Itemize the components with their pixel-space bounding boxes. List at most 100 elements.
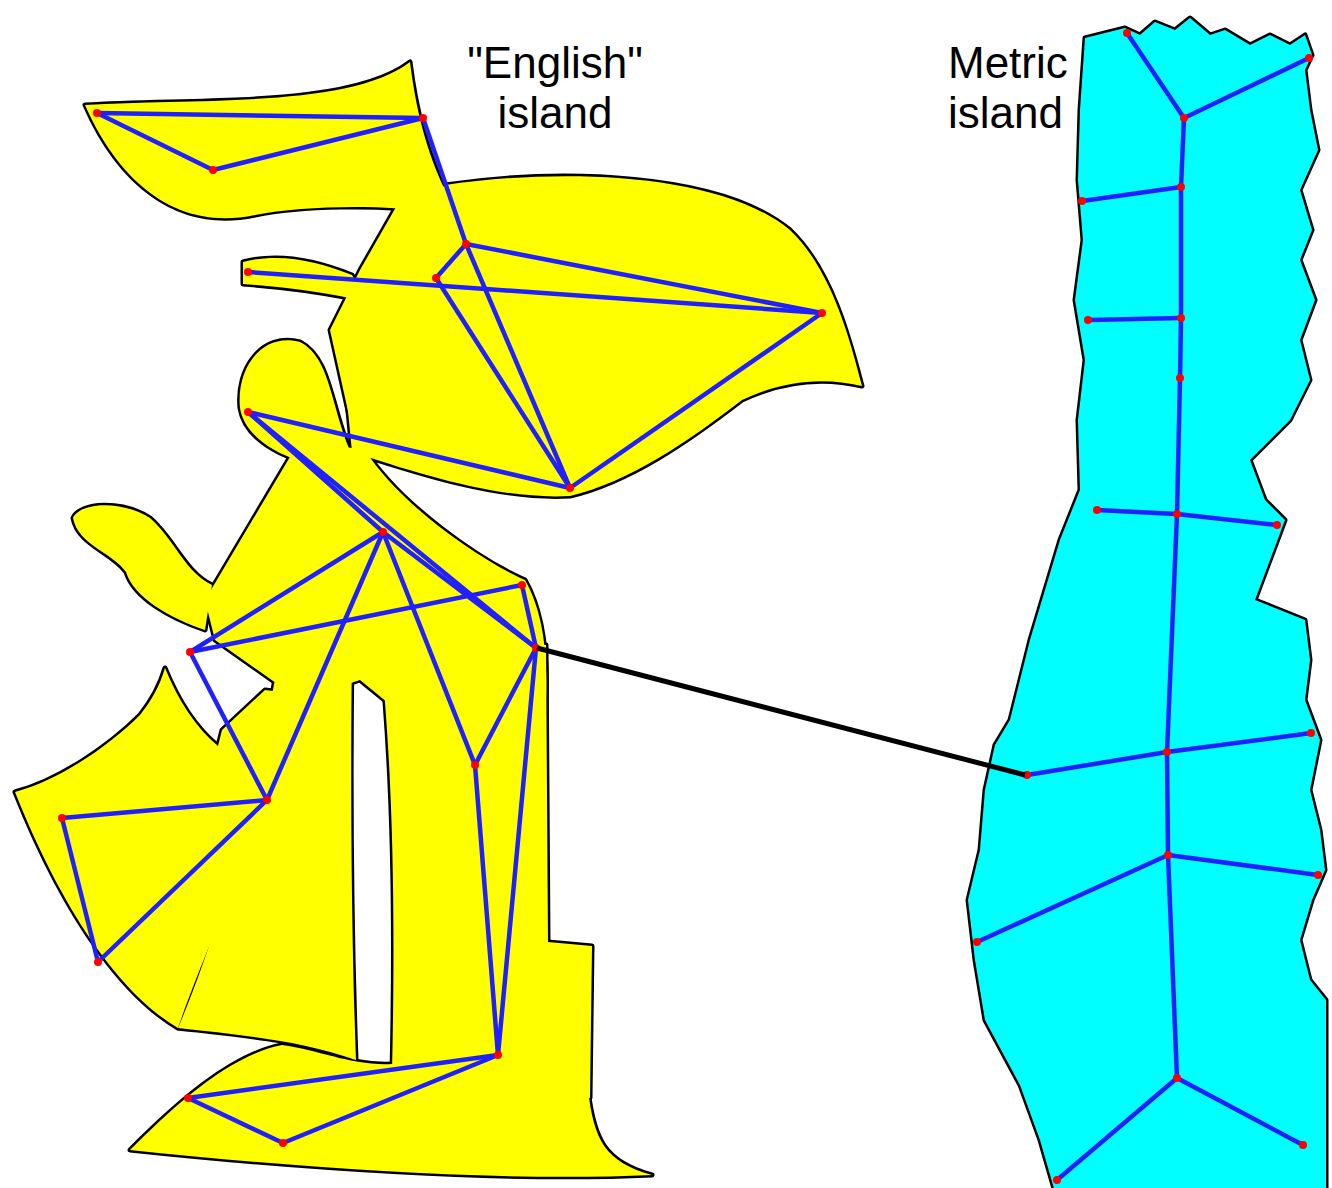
mesh-point xyxy=(1164,851,1172,859)
mesh-line xyxy=(977,855,1168,942)
island-fill-path xyxy=(85,62,445,218)
island-outline xyxy=(940,0,1332,1188)
mesh-line xyxy=(188,1098,283,1143)
mesh-point xyxy=(94,958,102,966)
mesh-point xyxy=(58,814,66,822)
mesh-line xyxy=(1184,58,1309,118)
mesh-point xyxy=(244,268,252,276)
mesh-line xyxy=(1179,187,1184,318)
mesh-line xyxy=(423,118,466,244)
mesh-point xyxy=(1093,506,1101,514)
island-fill-path xyxy=(130,1045,652,1177)
mesh-point xyxy=(209,166,217,174)
mesh-line xyxy=(1177,1078,1303,1145)
island-border-path xyxy=(85,62,445,218)
mesh-point xyxy=(1273,521,1281,529)
mesh-line xyxy=(1168,855,1318,875)
mesh-point xyxy=(818,309,826,317)
island-fill xyxy=(968,18,1326,1188)
mesh-point xyxy=(419,114,427,122)
island-fill-path xyxy=(345,176,862,496)
island-fill-path xyxy=(968,18,1326,1188)
mesh-point xyxy=(566,484,574,492)
island-border xyxy=(15,62,862,1177)
island-border xyxy=(968,18,1326,1188)
mesh-point xyxy=(1173,510,1181,518)
mesh-line xyxy=(1177,378,1180,514)
mesh-line xyxy=(1181,118,1184,187)
mesh-line xyxy=(498,648,536,1055)
mesh-point xyxy=(494,1051,502,1059)
mesh-point xyxy=(532,644,540,652)
mesh-line xyxy=(522,585,536,648)
mesh-point xyxy=(186,648,194,656)
mesh-line xyxy=(570,313,822,488)
mesh-line xyxy=(213,118,423,170)
island-border-path xyxy=(380,645,592,1098)
mesh-line xyxy=(383,532,475,765)
island-fill-path xyxy=(178,650,356,1060)
mesh-line xyxy=(190,652,267,800)
mesh-line xyxy=(98,800,267,962)
mesh-line xyxy=(475,765,498,1055)
mesh-point xyxy=(1123,29,1131,37)
island-fill-path xyxy=(380,645,592,1098)
mesh-line xyxy=(1167,514,1177,752)
mesh-line xyxy=(1167,733,1311,752)
mesh-point xyxy=(1173,1074,1181,1082)
mesh-line xyxy=(283,1055,498,1143)
mesh-point xyxy=(1177,183,1185,191)
mesh-point xyxy=(1177,314,1185,322)
mesh-line xyxy=(1057,1078,1177,1180)
mesh-line xyxy=(188,1055,498,1098)
mesh-line xyxy=(97,113,213,170)
mesh-line xyxy=(436,244,466,278)
island-label: "English" island xyxy=(460,38,650,138)
mesh-line xyxy=(1082,187,1181,201)
mesh-line xyxy=(62,800,267,818)
mesh-point xyxy=(1299,1141,1307,1149)
mesh-line xyxy=(1167,752,1168,855)
mesh-line xyxy=(436,278,570,488)
mesh-lines xyxy=(62,113,822,1143)
island-border-path xyxy=(345,176,862,496)
mesh-point xyxy=(184,1094,192,1102)
mesh-point xyxy=(462,240,470,248)
mesh-line xyxy=(1168,855,1177,1078)
mesh-point xyxy=(279,1139,287,1147)
mesh-point xyxy=(1023,771,1031,779)
mesh-line xyxy=(466,244,822,313)
mesh-point xyxy=(1180,114,1188,122)
mesh-line xyxy=(248,272,822,313)
mesh-point xyxy=(1163,748,1171,756)
island-fill-path xyxy=(73,505,212,630)
mesh-point xyxy=(263,796,271,804)
island-label: Metric island xyxy=(948,38,1083,138)
mesh-point xyxy=(379,528,387,536)
mesh-line xyxy=(1127,33,1184,118)
mesh-line xyxy=(1177,514,1277,525)
island-border-path xyxy=(73,505,212,630)
mesh-line xyxy=(267,532,383,800)
mesh-point xyxy=(1176,374,1184,382)
mesh-line xyxy=(1088,318,1181,320)
mesh-point xyxy=(973,938,981,946)
island-node: "English" island xyxy=(0,0,870,1188)
mesh-points xyxy=(58,109,826,1147)
mesh-line xyxy=(1027,752,1167,775)
mesh-point xyxy=(432,274,440,282)
mesh-line xyxy=(466,244,570,488)
island-fill xyxy=(15,62,862,1177)
mesh-point xyxy=(244,408,252,416)
island-border-path xyxy=(968,18,1326,1188)
mesh-line xyxy=(1180,318,1181,378)
mesh-point xyxy=(1305,54,1313,62)
mesh-point xyxy=(1053,1176,1061,1184)
mesh-line xyxy=(97,113,423,118)
mesh-line xyxy=(1097,510,1177,514)
mesh-point xyxy=(518,581,526,589)
mesh-line xyxy=(62,818,98,962)
island-node: Metric island xyxy=(940,0,1332,1188)
